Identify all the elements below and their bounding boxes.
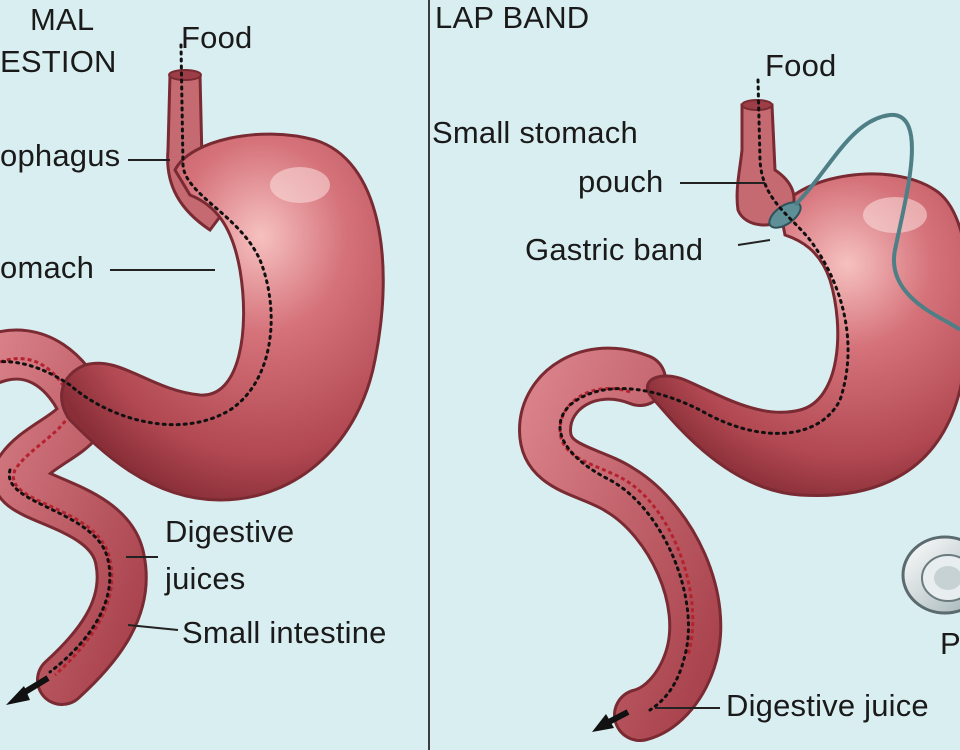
right-stomach	[646, 172, 960, 498]
left-food-path	[0, 43, 273, 427]
left-anatomy	[0, 43, 385, 706]
right-leader-lines	[655, 182, 771, 709]
left-stomach	[60, 132, 385, 502]
left-label-digestive-juices-2: juices	[165, 561, 246, 596]
right-label-gastric-band: Gastric band	[525, 232, 704, 267]
exit-arrow-icon	[6, 675, 50, 705]
right-label-food: Food	[765, 48, 837, 83]
access-port-icon	[901, 535, 960, 615]
right-title: LAP BAND	[435, 0, 590, 35]
right-label-port: P	[940, 626, 960, 661]
right-label-small-stomach-2: pouch	[578, 164, 664, 199]
panel-divider	[428, 0, 430, 750]
right-pouch	[735, 103, 796, 227]
right-anatomy	[517, 78, 960, 742]
left-label-small-intestine: Small intestine	[182, 615, 387, 650]
left-label-food: Food	[181, 20, 253, 55]
left-label-esophagus: ophagus	[0, 138, 121, 173]
left-label-digestive-juices-1: Digestive	[165, 514, 295, 549]
left-title-line1: MAL	[30, 2, 95, 37]
right-food-path	[558, 78, 850, 712]
right-label-small-stomach-1: Small stomach	[432, 115, 638, 150]
exit-arrow-icon	[592, 709, 630, 732]
left-title-line2: ESTION	[0, 44, 117, 79]
right-label-digestive-juices: Digestive juice	[726, 688, 929, 723]
left-leader-lines	[110, 159, 215, 631]
left-label-stomach: omach	[0, 250, 95, 285]
